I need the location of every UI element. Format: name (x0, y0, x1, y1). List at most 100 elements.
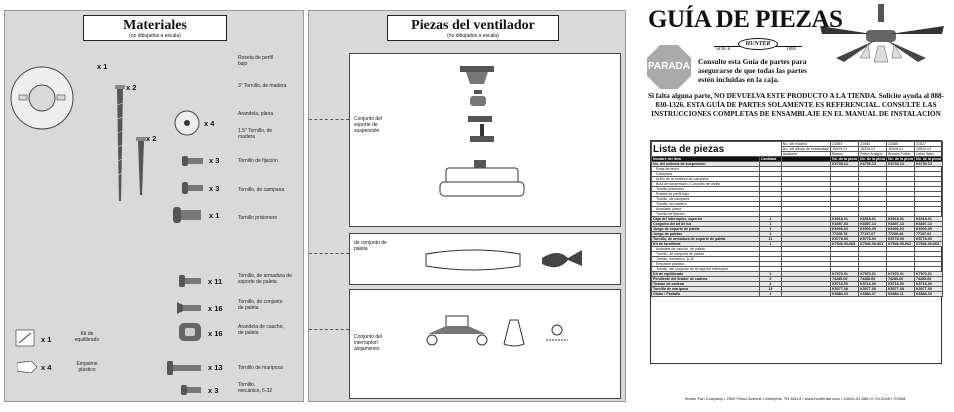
qty-wood-screw-3in: x 2 (126, 83, 137, 92)
label-canopy-screw: Tornillo, de campana (238, 187, 285, 193)
footer-text: Hunter Fan Company • 2500 Frisco Avenue … (684, 396, 906, 401)
rosette-illustration (10, 66, 74, 130)
col-part-3: No. de la pieza (914, 156, 943, 162)
row-part-number: K7546-00-062 (886, 241, 916, 247)
brand-name: HUNTER (738, 38, 778, 50)
blade-iron-screw-illustration (179, 275, 201, 287)
brand-logo: SINCE HUNTER 1886 (714, 38, 802, 56)
qty-balancing-kit: x 1 (41, 335, 52, 344)
stop-sign-label: PARADA (647, 61, 691, 72)
qty-rosette: x 1 (97, 62, 108, 71)
row-part-number: K7546-00-061 (858, 241, 888, 247)
label-wood-screw-1-5in: 1.5" Tornillo, de madera (238, 128, 273, 140)
glass-shade-illustration (503, 319, 525, 347)
stop-sign-icon (647, 45, 691, 89)
qty-wing-screw: x 13 (208, 363, 223, 372)
canopy-screw-illustration (182, 182, 203, 194)
col-part-2: No. de la pieza (886, 156, 916, 162)
piezas-panel: Piezas del ventilador (no dibujados a es… (308, 10, 626, 402)
row-part-number: K6884-11 (886, 291, 916, 297)
row-qty: 4 (758, 291, 782, 297)
label-rubber-gasket: Arandela de caucho, de paleta (238, 324, 284, 336)
guia-sheet: GUÍA DE PIEZAS SINCE HUNTER 1886 PARADA … (640, 4, 950, 408)
qty-wood-screw-1-5in: x 2 (146, 134, 157, 143)
guia-title: GUÍA DE PIEZAS (648, 6, 843, 33)
group-hanger-label: Conjunto del soporte de suspensión (354, 116, 383, 134)
set-screw-illustration (182, 156, 203, 166)
group-hanger-assembly: Conjunto del soporte de suspensión (349, 53, 621, 227)
drawing-label: No. del dibujo de ensamblaje (780, 146, 832, 152)
pull-chain-illustration (546, 324, 568, 341)
col-part-0: No. de la pieza (830, 156, 860, 162)
warning-text: Si falta alguna parte, NO DEVUELVA ESTE … (647, 92, 945, 118)
row-part-number: K6884-03 (830, 291, 860, 297)
machine-screw-illustration (181, 385, 201, 395)
piezas-subtitle: (no dibujados a escala) (447, 33, 499, 39)
qty-set-screw: x 3 (209, 156, 220, 165)
table-title: Lista de piezas (651, 141, 782, 157)
materiales-title: Materiales (123, 18, 187, 33)
qty-machine-screw: x 3 (208, 386, 219, 395)
label-rosette: Roseta de perfil bajo (238, 55, 274, 67)
fan-blade-illustration (425, 249, 521, 271)
washer-illustration (174, 110, 200, 136)
qty-canopy-screw: x 3 (209, 184, 220, 193)
brand-year: 1886 (786, 47, 796, 52)
intro-text: Consulte esta Guía de partes para asegur… (698, 57, 807, 84)
light-kit-illustration (426, 315, 488, 346)
row-item-name: Globo / Pantalla (651, 291, 760, 297)
qty-washer: x 4 (204, 119, 215, 128)
fan-photo (820, 4, 944, 63)
label-wing-screw: Tornillo de mariposa (238, 365, 283, 371)
qty-blade-screw: x 16 (208, 304, 223, 313)
hanger-assembly-illustration (439, 66, 525, 197)
col-part-1: No. de la pieza (858, 156, 888, 162)
blade-iron-illustration (542, 250, 582, 268)
materiales-subtitle: (no dibujados a escala) (129, 33, 181, 39)
blade-screw-illustration (177, 302, 201, 314)
finish-2: Bronce Pulido (886, 151, 916, 157)
table-row: Rosa de techo (651, 166, 943, 172)
piezas-title: Piezas del ventilador (411, 18, 535, 33)
row-part-number: K6884-09 (914, 291, 943, 297)
label-wire-connector: Empalme plástico (76, 361, 98, 373)
group-switch-housing: Conjunto del interruptor/ alojamiento (349, 289, 621, 399)
group-blade-assembly: de conjunto de paleta (349, 233, 621, 285)
shoulder-screw-illustration (173, 207, 201, 223)
label-machine-screw: Tornillo, mecánico, 6-32 (238, 382, 273, 394)
materiales-header: Materiales (no dibujados a escala) (83, 15, 227, 41)
since-label: SINCE (716, 47, 731, 52)
table-row: Tornillo, mecánico, 6-32 (651, 256, 943, 262)
qty-wire-connector: x 4 (41, 363, 52, 372)
qty-shoulder-screw: x 1 (209, 211, 220, 220)
qty-blade-iron-screw: x 11 (208, 277, 223, 286)
wood-screw-long-illustration (115, 85, 125, 201)
group-switch-label: Conjunto del interruptor/ alojamiento (354, 334, 383, 352)
balancing-kit-illustration (15, 329, 35, 347)
label-washer: Arandela, plana (238, 111, 274, 117)
qty-rubber-gasket: x 16 (208, 329, 223, 338)
label-set-screw: Tornillo de fijación (238, 158, 278, 164)
wing-screw-illustration (167, 361, 201, 375)
group-blade-label: de conjunto de paleta (354, 240, 387, 252)
label-shoulder-screw: Tornillo prisionero (238, 215, 278, 221)
label-wood-screw-3in: 3" Tornillo, de madera (238, 83, 287, 89)
finish-1: Peltre Antiguo (858, 151, 888, 157)
piezas-header: Piezas del ventilador (no dibujados a es… (387, 15, 559, 41)
label-blade-iron-screw: Tornillo, de armadura de soporte de pale… (238, 273, 292, 285)
row-part-number: K7546-00-063 (914, 241, 943, 247)
label-balancing-kit: Kit de equilibrado (74, 331, 100, 343)
row-part-number: K7546-00-068 (830, 241, 860, 247)
label-blade-screw: Tornillo, de conjunto de paleta (238, 299, 283, 311)
materiales-panel: Materiales (no dibujados a escala) x 1 R… (4, 10, 304, 402)
row-part-number: K6884-07 (858, 291, 888, 297)
wood-screw-short-illustration (136, 137, 146, 195)
wire-connector-illustration (17, 361, 37, 373)
rubber-gasket-illustration (179, 323, 201, 341)
